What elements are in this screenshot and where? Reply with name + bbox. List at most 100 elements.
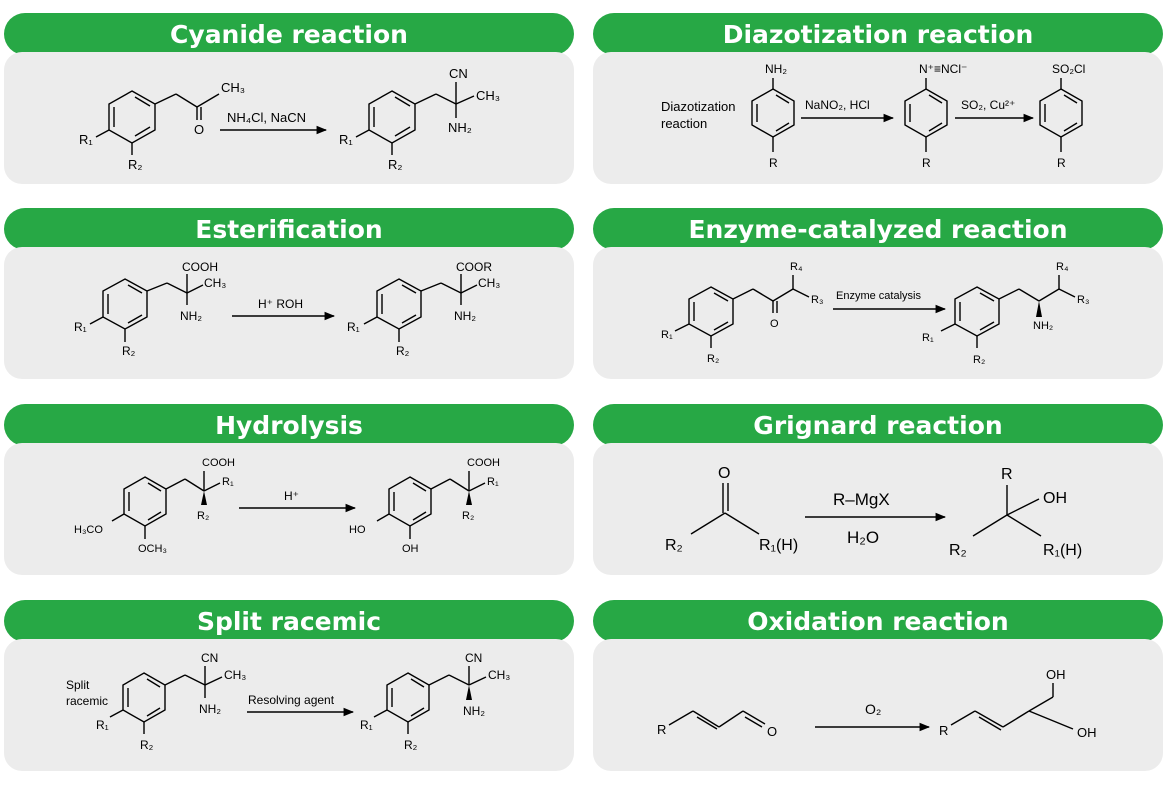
- r1-label: R₁: [79, 132, 93, 147]
- reaction-panel: Split racemic CN CH₃ NH₂ R₁ R₂ Resolving…: [4, 639, 574, 771]
- product-structure: [355, 82, 475, 155]
- methyl-label: CH₃: [204, 276, 226, 290]
- amino-label: NH₂: [1033, 320, 1053, 332]
- note-line: Split: [66, 678, 90, 692]
- reaction-panel: R₁ R₂ O CH₃ NH₄Cl, NaCN CN CH₃ NH₂: [4, 52, 574, 184]
- r2-label: R₂: [140, 738, 154, 752]
- amino-label: NH₂: [463, 704, 485, 718]
- reactant-structure: [111, 471, 221, 539]
- methyl-label: CH₃: [478, 276, 500, 290]
- oxygen-label: O: [718, 465, 730, 482]
- r-label: R: [657, 722, 666, 737]
- card-title: Enzyme-catalyzed reaction: [593, 208, 1163, 250]
- cyano-label: CN: [465, 651, 482, 665]
- methyl-label: CH₃: [224, 668, 246, 682]
- hydroxyl-label: HO: [349, 524, 366, 536]
- reagent-label: H₂O: [847, 528, 879, 547]
- reaction-panel: R O O₂ R OH OH: [593, 639, 1163, 771]
- product-structure: [940, 275, 1076, 348]
- reaction-panel: O R₂ R₁(H) R–MgX H₂O R OH R₂ R₁(H): [593, 443, 1163, 575]
- amino-label: NH₂: [448, 120, 472, 135]
- r1-label: R₁: [222, 476, 234, 488]
- diol-structure: [950, 683, 1074, 731]
- amino-label: NH₂: [454, 309, 476, 323]
- note-line: racemic: [66, 694, 108, 708]
- r2-label: R₂: [973, 354, 985, 366]
- methoxy-label: OCH₃: [138, 543, 167, 555]
- card-title: Hydrolysis: [4, 404, 574, 446]
- reagent-label: Resolving agent: [248, 693, 335, 707]
- r1-label: R₁: [360, 718, 373, 732]
- oxygen-label: O: [770, 318, 779, 330]
- cyano-label: CN: [449, 66, 468, 81]
- card-title: Diazotization reaction: [593, 13, 1163, 55]
- r1-label: R₁: [339, 132, 353, 147]
- card-hydrolysis: Hydrolysis COOH R₁ R₂ H₃CO OCH₃ H⁺: [4, 404, 574, 575]
- reaction-panel: R₄ R₃ O R₁ R₂ Enzyme catalysis R₄: [593, 247, 1163, 379]
- card-title: Cyanide reaction: [4, 13, 574, 55]
- reagent-label: R–MgX: [833, 490, 890, 509]
- note-line: Diazotization: [661, 99, 735, 114]
- oxidation-scheme: R O O₂ R OH OH: [657, 667, 1097, 740]
- reaction-panel: Diazotization reaction NH₂ R NaNO₂, HCl: [593, 52, 1163, 184]
- product-structure: [376, 471, 486, 539]
- carboxyl-label: COOH: [202, 457, 235, 469]
- r2-label: R₂: [462, 510, 474, 522]
- r1h-label: R₁(H): [1043, 542, 1082, 559]
- aldehyde-structure: [668, 710, 766, 730]
- oxygen-label: O: [767, 724, 777, 739]
- reagent-label: Enzyme catalysis: [836, 290, 921, 302]
- r1-label: R₁: [347, 320, 360, 334]
- amino-label: NH₂: [765, 62, 787, 76]
- reagent-label: NaNO₂, HCl: [805, 98, 870, 112]
- split-racemic-scheme: Split racemic CN CH₃ NH₂ R₁ R₂ Resolving…: [66, 651, 510, 752]
- r3-label: R₃: [1077, 294, 1089, 306]
- hydroxyl-label: OH: [1046, 667, 1066, 682]
- card-oxidation-reaction: Oxidation reaction R O O₂: [593, 600, 1163, 771]
- reaction-panel: COOH CH₃ NH₂ R₁ R₂ H⁺ ROH COOR CH₃: [4, 247, 574, 379]
- reactant-structure: [95, 90, 220, 155]
- racemate-structure: [109, 666, 223, 734]
- r2-label: R₂: [949, 542, 967, 559]
- r4-label: R₄: [1056, 261, 1069, 273]
- oxygen-label: O: [194, 122, 204, 137]
- reagent-label: O₂: [865, 701, 881, 717]
- product-structure: [373, 666, 487, 734]
- methyl-label: CH₃: [488, 668, 510, 682]
- r2-label: R₂: [128, 157, 142, 172]
- reactant-structure: [674, 275, 810, 348]
- diazotization-scheme: Diazotization reaction NH₂ R NaNO₂, HCl: [661, 62, 1085, 170]
- product-structure: [363, 274, 478, 342]
- methyl-label: CH₃: [476, 88, 500, 103]
- aniline-structure: [751, 78, 795, 152]
- carboxyl-label: COOH: [182, 260, 218, 274]
- card-title: Oxidation reaction: [593, 600, 1163, 642]
- r2-label: R₂: [707, 353, 719, 365]
- grignard-scheme: O R₂ R₁(H) R–MgX H₂O R OH R₂ R₁(H): [665, 465, 1082, 559]
- methyl-label: CH₃: [221, 80, 245, 95]
- methoxy-label: H₃CO: [74, 524, 103, 536]
- r-label: R: [939, 723, 948, 738]
- r2-label: R₂: [404, 738, 418, 752]
- carboxyl-label: COOH: [467, 457, 500, 469]
- card-title: Esterification: [4, 208, 574, 250]
- r2-label: R₂: [396, 344, 410, 358]
- r2-label: R₂: [197, 510, 209, 522]
- r-label: R: [769, 156, 778, 170]
- hydroxyl-label: OH: [402, 543, 419, 555]
- card-cyanide-reaction: Cyanide reaction R₁ R₂ O CH₃ NH₄Cl, NaCN: [4, 13, 574, 184]
- hydroxyl-label: OH: [1043, 490, 1067, 507]
- amino-label: NH₂: [180, 309, 202, 323]
- r1-label: R₁: [661, 329, 673, 341]
- card-esterification: Esterification COOH CH₃ NH₂ R₁ R₂ H⁺ ROH: [4, 208, 574, 379]
- amino-label: NH₂: [199, 702, 221, 716]
- r2-label: R₂: [122, 344, 136, 358]
- alcohol-structure: [972, 485, 1042, 537]
- card-enzyme-catalyzed-reaction: Enzyme-catalyzed reaction R₄ R₃ O R₁: [593, 208, 1163, 379]
- r4-label: R₄: [790, 261, 803, 273]
- reagent-label: SO₂, Cu²⁺: [961, 98, 1015, 112]
- reaction-panel: COOH R₁ R₂ H₃CO OCH₃ H⁺ COOH R₁: [4, 443, 574, 575]
- card-title: Grignard reaction: [593, 404, 1163, 446]
- reagent-label: NH₄Cl, NaCN: [227, 110, 306, 125]
- sulfonyl-chloride-structure: [1039, 78, 1083, 152]
